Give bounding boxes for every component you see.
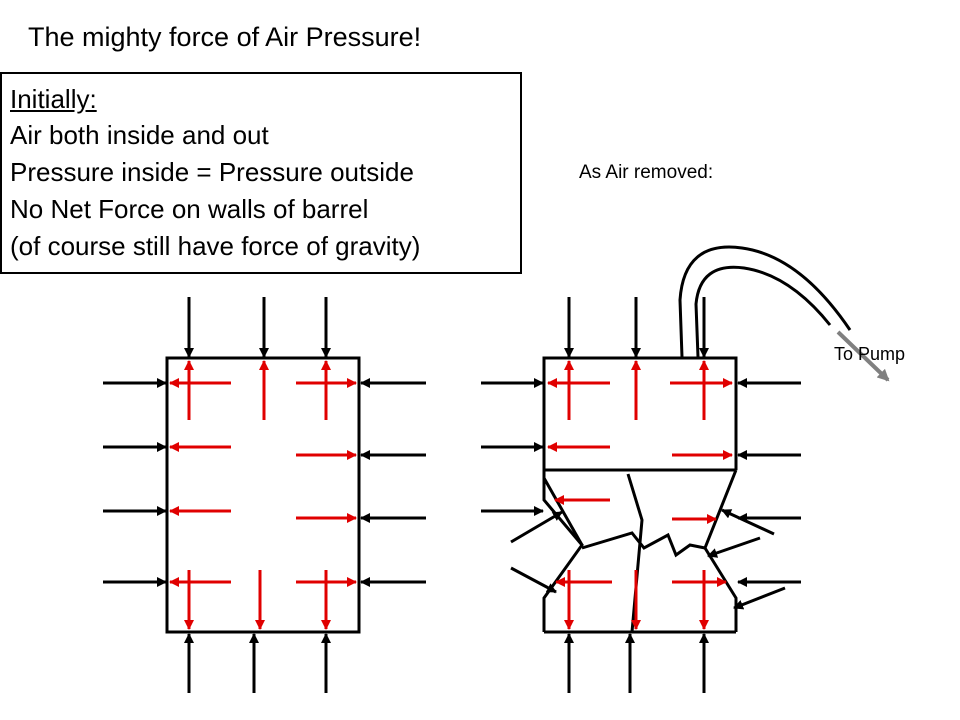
right-barrel [481, 245, 890, 693]
info-box: Initially: Air both inside and out Press… [0, 72, 522, 274]
left-outside-forces [103, 297, 426, 693]
info-heading: Initially: [10, 84, 97, 114]
left-barrel [103, 297, 426, 693]
pump-direction-arrow [836, 330, 890, 382]
page-title: The mighty force of Air Pressure! [28, 22, 422, 52]
right-barrel-left-wall [542, 470, 584, 632]
info-line-3: No Net Force on walls of barrel [10, 194, 369, 224]
pump-tube [678, 245, 852, 358]
info-line-4: (of course still have force of gravity) [10, 231, 421, 261]
info-line-1: Air both inside and out [10, 120, 269, 150]
info-line-2: Pressure inside = Pressure outside [10, 157, 414, 187]
as-air-removed-label: As Air removed: [579, 162, 714, 183]
left-inside-forces [169, 360, 357, 630]
left-barrel-outline [165, 356, 361, 634]
right-barrel-right-wall [703, 469, 738, 632]
right-inside-forces [547, 360, 733, 630]
crumple-crease [581, 531, 706, 558]
to-pump-label: To Pump [834, 344, 906, 364]
right-barrel-upper [542, 356, 738, 470]
right-outside-forces [481, 297, 801, 693]
